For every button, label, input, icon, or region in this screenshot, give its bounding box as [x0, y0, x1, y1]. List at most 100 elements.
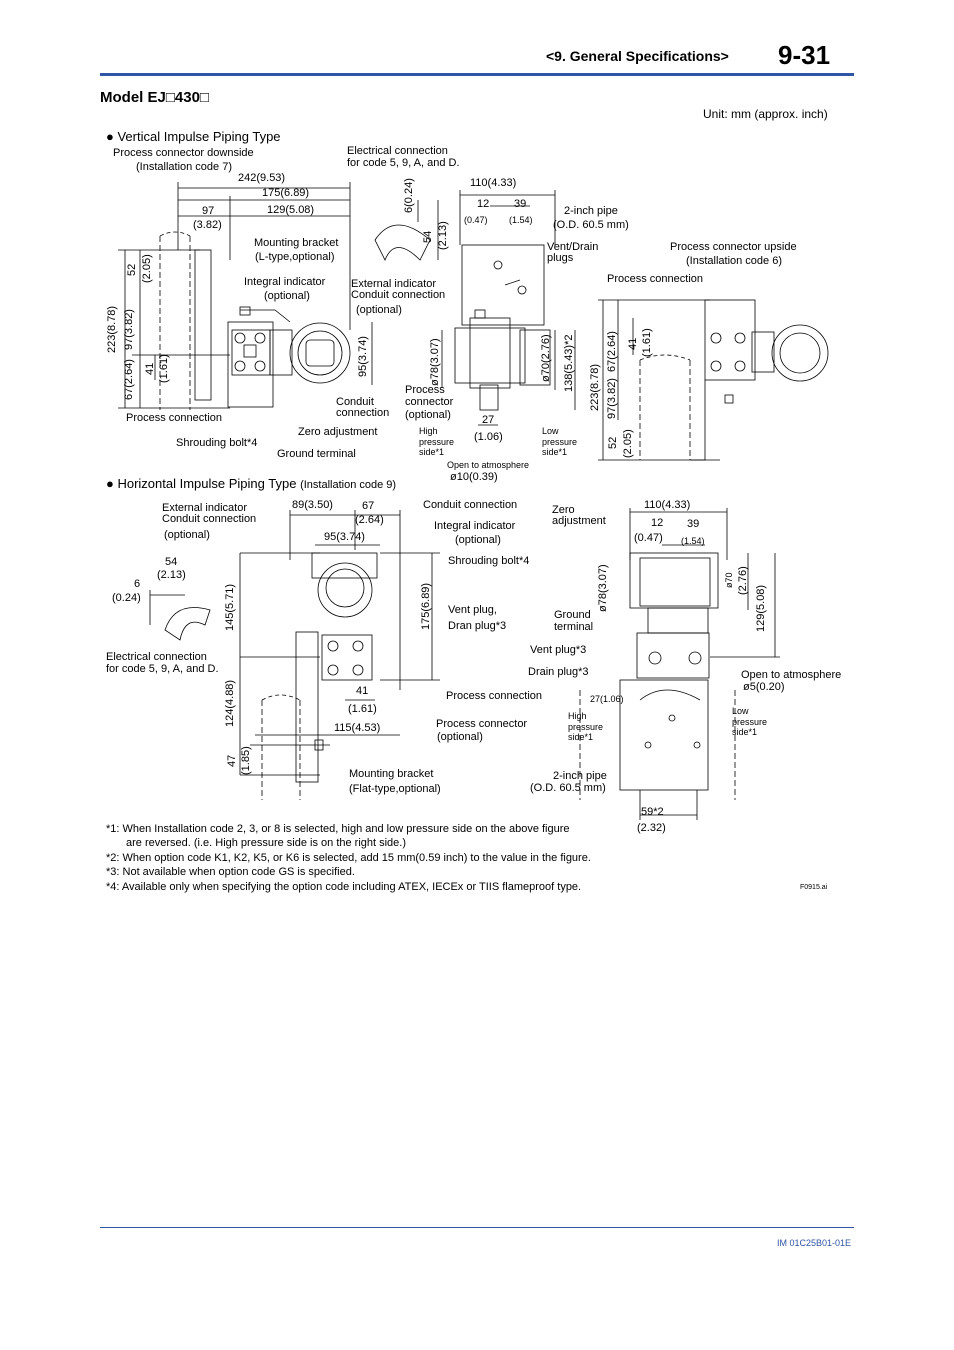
label: Open to atmosphere — [447, 460, 530, 470]
label: Ground — [554, 609, 591, 621]
dim: 138(5.43)*2 — [563, 334, 575, 393]
section-title: <9. General Specifications> — [546, 48, 729, 64]
label: Shrouding bolt*4 — [176, 437, 258, 449]
label: External indicator — [351, 278, 436, 290]
label: side*1 — [568, 732, 594, 742]
dim: 39 — [687, 518, 700, 530]
dim: (3.82) — [193, 219, 222, 231]
vertical-drawing — [118, 182, 829, 461]
label: side*1 — [542, 447, 568, 457]
dim: (1.06) — [474, 431, 503, 443]
horizontal-heading-text: ● Horizontal Impulse Piping Type — [106, 476, 297, 491]
dim: 41 — [627, 337, 639, 350]
dim: 110(4.33) — [470, 177, 517, 189]
vertical-heading: ● Vertical Impulse Piping Type — [106, 129, 281, 144]
label: side*1 — [419, 447, 445, 457]
label: Process connector — [436, 718, 528, 730]
dim: (1.61) — [158, 354, 170, 383]
label: Process connector upside — [670, 241, 797, 253]
label: Integral indicator — [434, 520, 516, 532]
label: for code 5, 9, A, and D. — [106, 663, 219, 675]
label: connection — [336, 407, 390, 419]
dim: 54 — [165, 556, 178, 568]
dim: 67(2.64) — [606, 331, 618, 372]
horizontal-heading-code: (Installation code 9) — [300, 479, 397, 491]
figure-id: F0915.ai — [800, 884, 828, 891]
dim: 27(1.06) — [590, 694, 624, 704]
label: Low — [542, 426, 559, 436]
dim: ø78(3.07) — [429, 338, 441, 386]
label: Conduit connection — [423, 499, 518, 511]
label: (Installation code 7) — [136, 161, 232, 173]
label: pressure — [732, 717, 768, 727]
label: High — [419, 426, 438, 436]
dim: 59*2 — [641, 806, 664, 818]
label: ø5(0.20) — [743, 681, 785, 693]
footnote-1: *1: When Installation code 2, 3, or 8 is… — [106, 823, 570, 835]
dim: (0.47) — [634, 532, 663, 544]
dim: (2.13) — [157, 569, 186, 581]
dim: (1.54) — [509, 215, 533, 225]
label: Drain plug*3 — [528, 666, 589, 678]
dim: ø70(2.76) — [540, 334, 552, 382]
dim: (2.13) — [437, 221, 449, 250]
dim: (0.24) — [112, 592, 141, 604]
dim: 97 — [202, 205, 215, 217]
label: Zero adjustment — [298, 426, 378, 438]
dim: 145(5.71) — [224, 583, 236, 631]
dim: 41 — [144, 362, 156, 375]
label: Electrical connection — [106, 651, 207, 663]
label: pressure — [419, 437, 455, 447]
label: Process — [405, 384, 445, 396]
label: Process connector downside — [113, 147, 254, 159]
dim: (2.05) — [141, 254, 153, 283]
label: Integral indicator — [244, 276, 326, 288]
dim: 175(6.89) — [262, 187, 310, 199]
dim: 89(3.50) — [292, 499, 333, 511]
dim: 67(2.64) — [123, 359, 135, 400]
dim: 27 — [482, 414, 495, 426]
dim: 124(4.88) — [224, 679, 236, 727]
page-number: 9-31 — [778, 40, 831, 70]
dim: (2.05) — [622, 429, 634, 458]
dim: 115(4.53) — [334, 722, 381, 734]
label: side*1 — [732, 727, 758, 737]
label: (optional) — [356, 304, 402, 316]
label: (Flat-type,optional) — [349, 783, 441, 795]
label: plugs — [547, 252, 574, 264]
footer-rule — [100, 1227, 854, 1228]
dim: (1.61) — [348, 703, 377, 715]
dim: (2.64) — [355, 514, 384, 526]
label: Vent/Drain — [547, 241, 599, 253]
label: Ground terminal — [277, 448, 356, 460]
footnote-2: *2: When option code K1, K2, K5, or K6 i… — [106, 852, 591, 864]
footnote-3: *3: Not available when option code GS is… — [106, 866, 355, 878]
label: Conduit connection — [351, 289, 446, 301]
label: Process connection — [126, 412, 222, 424]
dim: 6 — [134, 578, 141, 590]
label: connector — [405, 396, 454, 408]
horizontal-heading: ● Horizontal Impulse Piping Type (Instal… — [106, 476, 396, 491]
dim: (1.54) — [681, 536, 705, 546]
document-id: IM 01C25B01-01E — [777, 1238, 852, 1248]
horizontal-drawing — [149, 508, 780, 820]
dim: 47 — [226, 754, 238, 767]
footnote-1-cont: are reversed. (i.e. High pressure side i… — [126, 837, 407, 849]
dim: 12 — [477, 198, 490, 210]
label: Shrouding bolt*4 — [448, 555, 530, 567]
label: (optional) — [455, 534, 501, 546]
label: (O.D. 60.5 mm) — [553, 219, 629, 231]
dim: ø78(3.07) — [597, 564, 609, 612]
unit-note: Unit: mm (approx. inch) — [703, 107, 828, 121]
label: Low — [732, 706, 749, 716]
label: Mounting bracket — [349, 768, 434, 780]
label: pressure — [542, 437, 578, 447]
label: 2-inch pipe — [553, 770, 607, 782]
label: Process connection — [607, 273, 703, 285]
dim: 39 — [514, 198, 527, 210]
label: Vent plug, — [448, 604, 497, 616]
dim: (2.32) — [637, 822, 666, 834]
dim: (2.76) — [737, 566, 749, 595]
label: (optional) — [164, 529, 210, 541]
label: Dran plug*3 — [448, 620, 507, 632]
